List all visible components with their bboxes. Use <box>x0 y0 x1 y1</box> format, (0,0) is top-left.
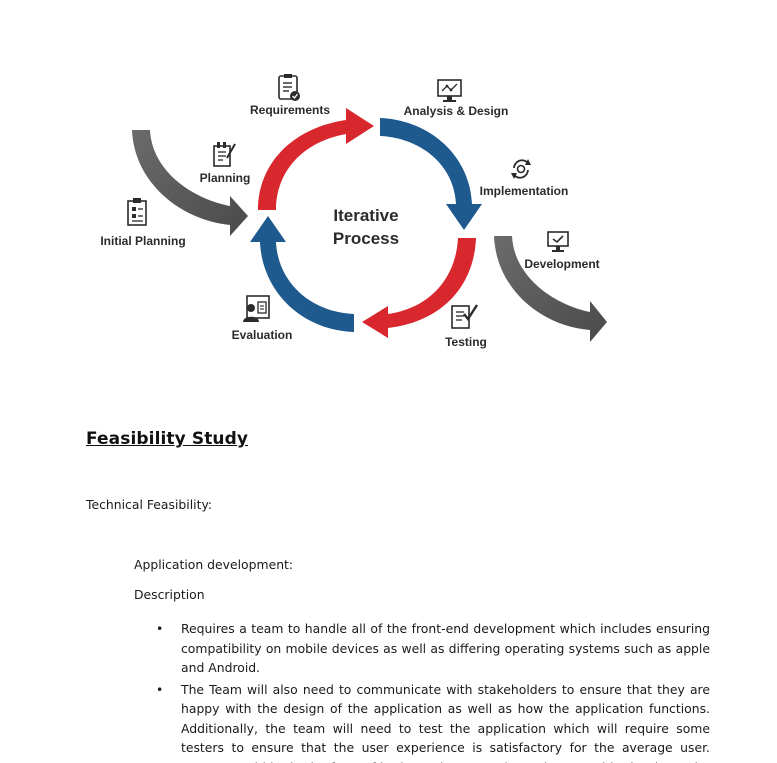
initial-planning-icon <box>127 198 147 226</box>
bullet-icon: • <box>156 681 164 697</box>
requirements-icon <box>278 74 300 101</box>
iterative-process-diagram: Iterative Process Requirements Analysis … <box>100 74 607 349</box>
center-title-line2: Process <box>333 229 399 248</box>
list-item: • The Team will also need to communicate… <box>150 680 710 763</box>
center-title-line1: Iterative <box>333 206 398 225</box>
stage-label-initial-planning: Initial Planning <box>100 234 185 248</box>
bullet-text: The Team will also need to communicate w… <box>181 681 710 763</box>
development-icon <box>547 231 569 252</box>
cycle-arrow-blue-left <box>250 216 354 332</box>
stage-label-testing: Testing <box>445 335 487 349</box>
technical-feasibility-label: Technical Feasibility: <box>86 497 213 512</box>
bullet-text: Requires a team to handle all of the fro… <box>181 621 710 675</box>
application-development-label: Application development: <box>134 557 294 572</box>
stage-label-development: Development <box>524 257 599 271</box>
testing-icon <box>451 304 479 329</box>
planning-icon <box>213 142 236 167</box>
feasibility-study-heading: Feasibility Study <box>86 429 249 449</box>
bullet-icon: • <box>156 621 164 636</box>
exit-arrow <box>494 236 607 342</box>
implementation-icon <box>511 159 531 179</box>
list-item: • Requires a team to handle all of the f… <box>150 619 710 678</box>
cycle-arrow-red-bottom <box>362 238 476 338</box>
stage-label-evaluation: Evaluation <box>232 328 293 342</box>
description-label: Description <box>134 587 205 602</box>
evaluation-icon <box>243 295 270 322</box>
cycle-arrow-blue-right <box>380 118 482 230</box>
analysis-design-icon <box>437 79 462 102</box>
stage-label-requirements: Requirements <box>250 103 330 117</box>
entry-arrow <box>132 130 248 236</box>
stage-label-analysis-design: Analysis & Design <box>404 104 509 118</box>
cycle-arrow-red-top <box>258 108 374 210</box>
stage-label-planning: Planning <box>200 171 251 185</box>
description-bullet-list: • Requires a team to handle all of the f… <box>150 619 710 763</box>
stage-label-implementation: Implementation <box>480 184 569 198</box>
